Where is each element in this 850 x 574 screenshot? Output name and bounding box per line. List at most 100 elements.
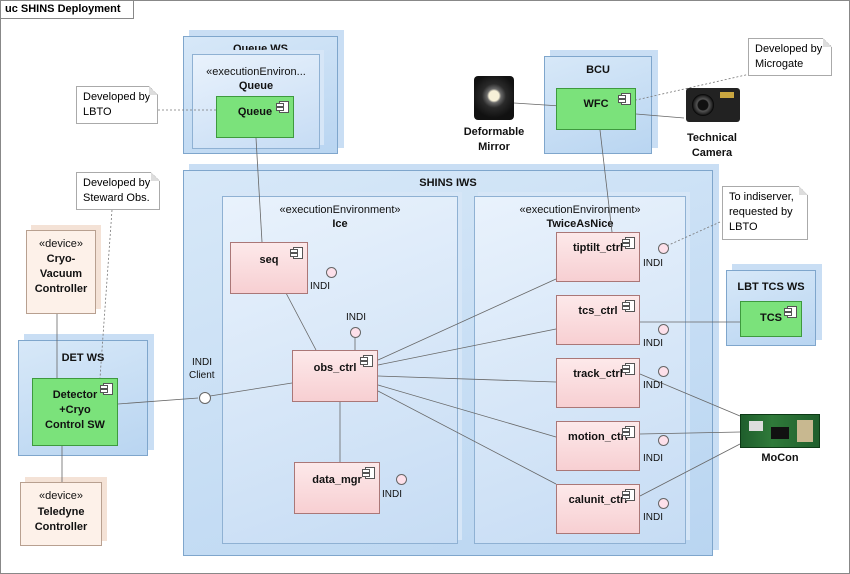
mocon-connector [797, 420, 813, 442]
camera-label-line2: Camera [691, 147, 733, 159]
component-motion-ctrl-label: motion_ctrl [568, 431, 628, 443]
component-icon [360, 355, 373, 367]
port-label-motion: INDI [643, 453, 663, 464]
wire-queue-seq [255, 137, 263, 243]
wire-wfc-tiptilt [599, 129, 613, 233]
deformable-mirror-image [474, 76, 514, 120]
mocon-label: MoCon [761, 452, 799, 464]
mocon-chip [771, 427, 789, 439]
component-wfc-label: WFC [583, 98, 609, 110]
mocon-chip [749, 421, 763, 431]
note-steward-line1: Developed by [83, 177, 151, 189]
node-lbt-tcs-ws-label: LBT TCS WS [737, 281, 805, 293]
note-link-steward [99, 209, 113, 379]
note-microgate-line2: Microgate [755, 58, 804, 70]
technical-camera-image [686, 88, 740, 122]
component-obs-ctrl[interactable]: obs_ctrl [292, 350, 378, 402]
port-label-calunit: INDI [643, 512, 663, 523]
note-indiserver-line3: LBTO [729, 221, 758, 233]
env-queue-name: Queue [238, 80, 274, 92]
component-queue-label: Queue [237, 106, 273, 118]
note-indiserver-line2: requested by [729, 206, 793, 218]
wire-wfc-camera [635, 113, 685, 119]
indi-interface-motion[interactable] [658, 435, 669, 446]
node-det-ws-label: DET WS [61, 352, 105, 364]
wire-calunit-mocon [639, 443, 741, 497]
component-icon [622, 363, 635, 375]
device-teledyne-controller[interactable]: «device» Teledyne Controller [20, 482, 102, 546]
note-developed-by-lbto: Developed by LBTO [76, 86, 158, 124]
note-lbto-line1: Developed by [83, 91, 151, 103]
component-tcs[interactable]: TCS [740, 301, 802, 337]
camera-label-strip [720, 92, 734, 98]
indi-interface-track[interactable] [658, 366, 669, 377]
wire-obs-motion [377, 384, 557, 438]
indi-interface-calunit[interactable] [658, 498, 669, 509]
wire-obs-tiptilt [377, 278, 557, 361]
port-label-tcs-ctrl: INDI [643, 338, 663, 349]
component-detector-cryo-control[interactable]: Detector +Cryo Control SW [32, 378, 118, 446]
note-developed-by-microgate: Developed by Microgate [748, 38, 832, 76]
note-indiserver-line1: To indiserver, [729, 191, 794, 203]
wire-obs-calunit [377, 390, 557, 485]
component-data-mgr[interactable]: data_mgr [294, 462, 380, 514]
node-queue-ws-label: Queue WS [232, 43, 288, 55]
indi-interface-tcs-ctrl[interactable] [658, 324, 669, 335]
indi-client-line2: Client [189, 370, 215, 381]
indi-client-socket[interactable] [199, 392, 211, 404]
wire-seq-obs [285, 292, 317, 351]
component-tcs-ctrl[interactable]: tcs_ctrl [556, 295, 640, 345]
note-link-indiserver [661, 221, 721, 249]
component-track-ctrl-label: track_ctrl [573, 368, 623, 380]
component-icon [622, 489, 635, 501]
component-track-ctrl[interactable]: track_ctrl [556, 358, 640, 408]
port-label-tiptilt: INDI [643, 258, 663, 269]
mirror-label-line1: Deformable [463, 126, 525, 138]
note-to-indiserver: To indiserver, requested by LBTO [722, 186, 808, 240]
component-calunit-ctrl[interactable]: calunit_ctrl [556, 484, 640, 534]
indi-interface-obs-ctrl[interactable] [350, 327, 361, 338]
component-tcs-label: TCS [760, 312, 782, 324]
component-tiptilt-ctrl[interactable]: tiptilt_ctrl [556, 232, 640, 282]
wire-obs-indiclient [209, 382, 293, 397]
camera-lens [692, 94, 714, 116]
env-twiceasnice-stereotype: «executionEnvironment» [519, 204, 641, 216]
device-cryo-line2: Vacuum [39, 268, 83, 280]
mocon-board-image [740, 414, 820, 448]
component-tcs-ctrl-label: tcs_ctrl [578, 305, 618, 317]
component-motion-ctrl[interactable]: motion_ctrl [556, 421, 640, 471]
device-cryo-line1: Cryo- [46, 253, 76, 265]
component-detector-line1: Detector [52, 389, 98, 401]
component-seq[interactable]: seq [230, 242, 308, 294]
component-seq-label: seq [259, 254, 279, 266]
component-data-mgr-label: data_mgr [312, 474, 362, 486]
device-cryo-line3: Controller [34, 283, 88, 295]
indi-interface-tiptilt[interactable] [658, 243, 669, 254]
component-icon [290, 247, 303, 259]
env-twiceasnice-name: TwiceAsNice [546, 218, 614, 230]
port-label-data-mgr: INDI [382, 489, 402, 500]
component-icon [622, 426, 635, 438]
node-shins-iws-label: SHINS IWS [419, 177, 477, 189]
component-obs-ctrl-label: obs_ctrl [313, 362, 357, 374]
device-cryo-vacuum-controller[interactable]: «device» Cryo- Vacuum Controller [26, 230, 96, 314]
component-wfc[interactable]: WFC [556, 88, 636, 130]
component-icon [276, 101, 289, 113]
component-calunit-ctrl-label: calunit_ctrl [568, 494, 628, 506]
component-icon [362, 467, 375, 479]
component-queue[interactable]: Queue [216, 96, 294, 138]
wire-obs-track [377, 375, 557, 383]
mirror-label-line2: Mirror [478, 141, 510, 153]
indi-interface-seq[interactable] [326, 267, 337, 278]
note-microgate-line1: Developed by [755, 43, 823, 55]
camera-label-line1: Technical [687, 132, 737, 144]
env-ice-name: Ice [332, 218, 348, 230]
component-icon [784, 306, 797, 318]
port-label-seq: INDI [310, 281, 330, 292]
port-label-obs-ctrl: INDI [346, 312, 366, 323]
indi-interface-data-mgr[interactable] [396, 474, 407, 485]
note-steward-line2: Steward Obs. [83, 192, 150, 204]
component-tiptilt-ctrl-label: tiptilt_ctrl [572, 242, 624, 254]
